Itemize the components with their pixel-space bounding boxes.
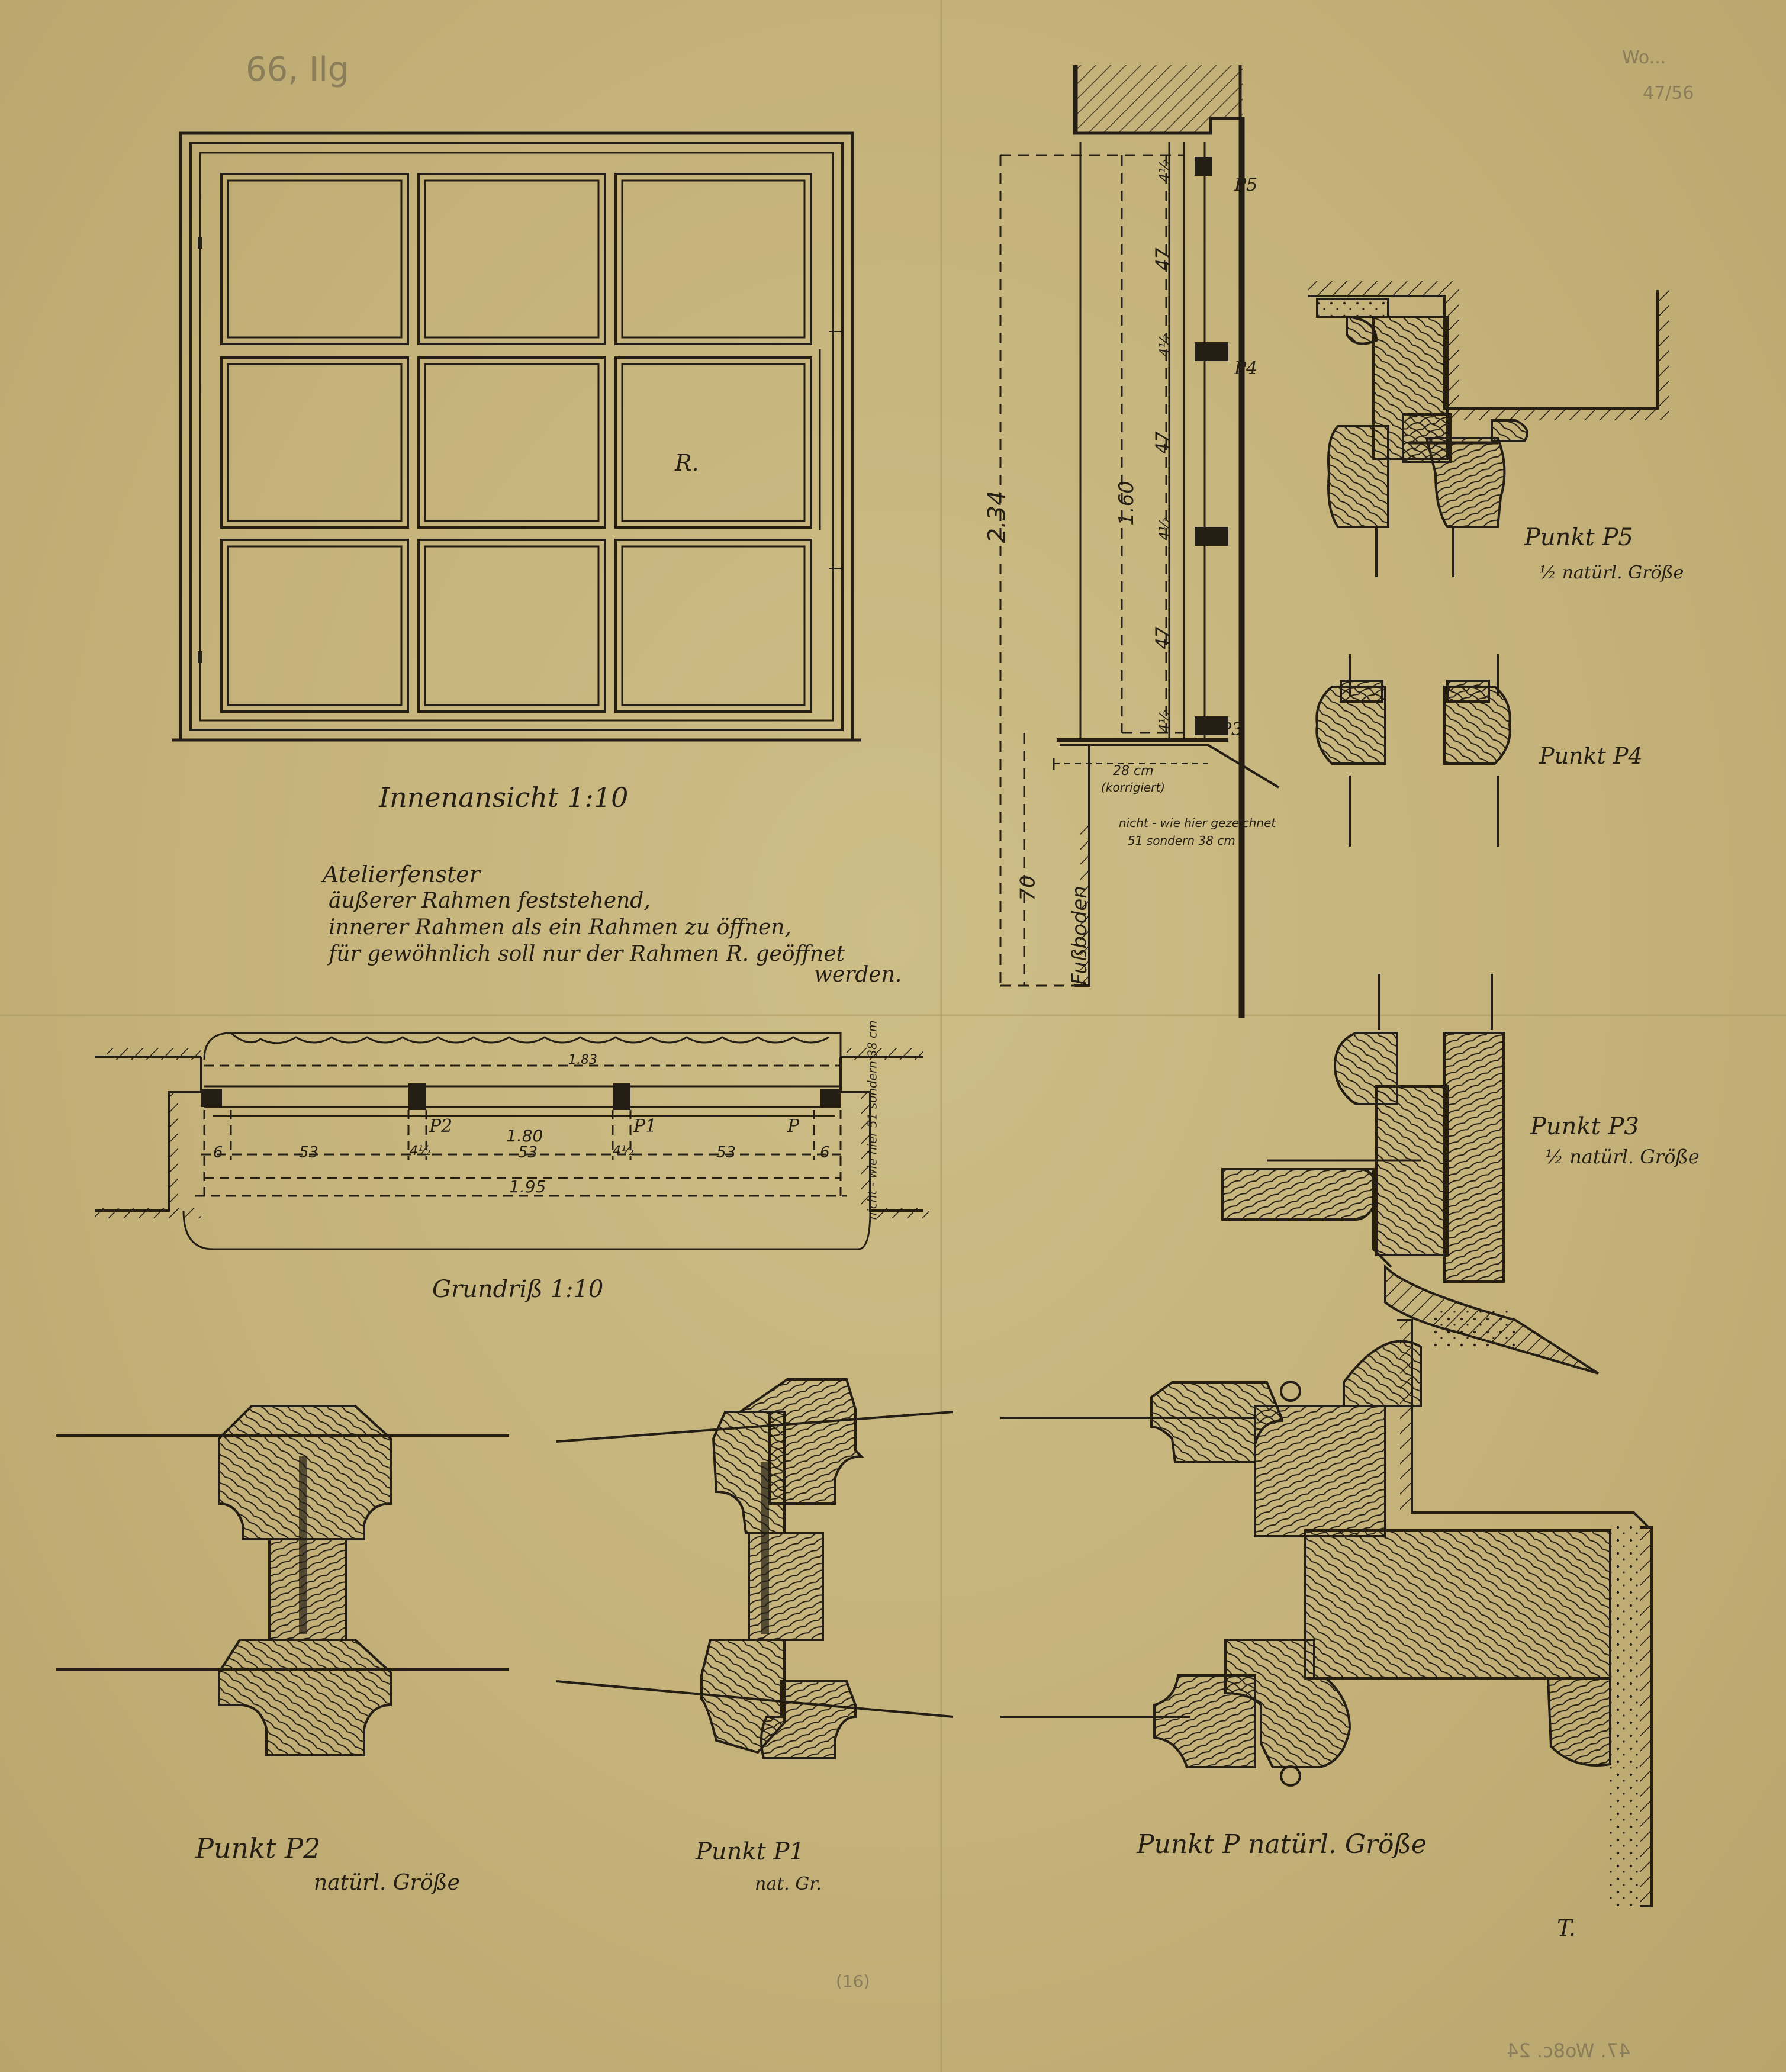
vertical-section (999, 65, 1280, 1018)
detail-p4-title: Punkt P4 (1539, 743, 1643, 769)
plan-seg-1: 6 (213, 1144, 223, 1162)
notes-line-3: für gewöhnlich soll nur der Rahmen R. ge… (329, 942, 845, 966)
plan-seg-3: 4½ (410, 1144, 431, 1159)
plan-caption: Grundriß 1:10 (432, 1276, 604, 1303)
pencil-mark-top-right-number: 47/56 (1643, 83, 1694, 104)
plan-view (95, 1032, 929, 1250)
dim-rail-2: 4½ (1156, 334, 1173, 358)
signature: T. (1557, 1915, 1576, 1941)
plan-inner-width: 1.80 (506, 1126, 543, 1146)
detail-p-title: Punkt P natürl. Größe (1137, 1829, 1427, 1859)
notes-line-2: innerer Rahmen als ein Rahmen zu öffnen, (329, 915, 791, 940)
notes-line-1: äußerer Rahmen feststehend, (329, 889, 651, 913)
detail-p3-scale: ½ natürl. Größe (1545, 1146, 1700, 1168)
plan-outer-width: 1.95 (509, 1177, 546, 1196)
plan-side-note: nicht - wie hier 51 sondern 38 cm (865, 1020, 880, 1220)
detail-p5-scale: ½ natürl. Größe (1539, 562, 1684, 583)
pencil-mark-bottom-right: 47. Wo8c. 24 (1507, 2039, 1631, 2062)
plan-seg-7: 6 (820, 1144, 830, 1162)
plan-seg-4: 53 (518, 1144, 538, 1162)
interior-view-window (172, 131, 861, 742)
sill-correction: (korrigiert) (1101, 780, 1166, 794)
dim-pane-3: 47 (1152, 626, 1173, 649)
dim-rail-4: 4½ (1156, 710, 1173, 733)
plan-seg-6: 53 (716, 1144, 736, 1162)
pencil-mark-bottom: (16) (836, 1971, 870, 1991)
pencil-mark-top-right: Wo... (1622, 47, 1666, 68)
detail-p3 (1221, 974, 1600, 1375)
dim-window-height: 1.60 (1114, 481, 1138, 526)
detail-p3-title: Punkt P3 (1530, 1113, 1639, 1140)
notes-line-4: werden. (814, 963, 902, 987)
plan-seg-5: 4½ (613, 1144, 634, 1159)
dim-rail-3: 4½ (1156, 517, 1173, 541)
detail-p5-title: Punkt P5 (1524, 524, 1633, 551)
correction-note-2: 51 sondern 38 cm (1128, 834, 1235, 848)
dim-sill-height: 70 (1016, 875, 1040, 901)
dim-sill-depth: 28 cm (1113, 764, 1154, 778)
detail-p2 (56, 1405, 509, 1756)
dim-pane-1: 47 (1152, 247, 1173, 271)
dim-rail-1: 4½ (1156, 159, 1173, 183)
dim-total-height: 2.34 (983, 490, 1011, 543)
detail-p (1000, 1319, 1653, 1907)
interior-view-caption: Innenansicht 1:10 (379, 781, 629, 813)
detail-p1-scale: nat. Gr. (755, 1874, 822, 1894)
window-panes (220, 173, 812, 713)
plan-overall-width: 1.83 (568, 1053, 597, 1067)
dim-pane-2: 47 (1152, 431, 1173, 454)
detail-p2-scale: natürl. Größe (314, 1871, 460, 1895)
floor-label: Fußboden (1067, 886, 1092, 985)
detail-p2-title: Punkt P2 (195, 1832, 321, 1864)
correction-note-1: nicht - wie hier gezeichnet (1119, 816, 1276, 830)
detail-p1 (556, 1378, 954, 1759)
plan-label-p1: P1 (633, 1116, 657, 1137)
detail-p1-title: Punkt P1 (696, 1838, 804, 1865)
sash-label-r: R. (675, 450, 699, 476)
notes-title: Atelierfenster (323, 861, 480, 887)
pencil-mark-top-left: 66, Ilg (246, 50, 349, 89)
detail-p4 (1315, 654, 1511, 847)
plan-label-p: P (787, 1116, 800, 1137)
plan-label-p2: P2 (429, 1116, 453, 1137)
plan-seg-2: 53 (299, 1144, 319, 1162)
detail-p5 (1308, 281, 1669, 577)
section-label-p3: P3 (1219, 719, 1243, 740)
section-label-p4: P4 (1234, 358, 1258, 379)
section-label-p5: P5 (1234, 175, 1258, 195)
